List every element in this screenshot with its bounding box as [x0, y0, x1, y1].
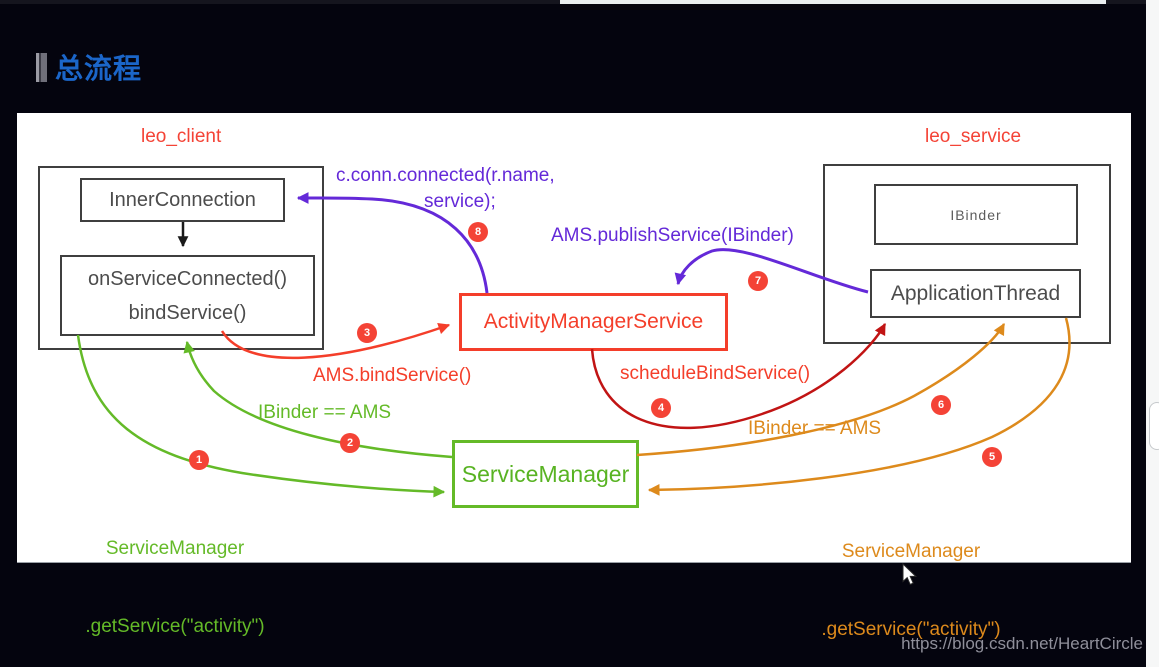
label-connected-call-line2: service); [424, 191, 496, 212]
step-badge-5: 5 [982, 447, 1002, 467]
page-scrollbar-track[interactable] [1146, 0, 1159, 667]
label-service-get-service-line2: .getService("activity") [821, 619, 1001, 640]
page-scrollbar-thumb[interactable] [1149, 402, 1159, 450]
watermark-url: https://blog.csdn.net/HeartCircle [901, 634, 1143, 653]
step-badge-8: 8 [468, 222, 488, 242]
on-service-connected-node: onServiceConnected() bindService() [60, 255, 315, 336]
label-publish-service: AMS.publishService(IBinder) [551, 225, 794, 246]
step-badge-6: 6 [931, 395, 951, 415]
on-service-connected-label: onServiceConnected() [88, 267, 287, 290]
label-schedule-bind-service: scheduleBindService() [620, 363, 811, 384]
label-service-get-service-line1: ServiceManager [841, 541, 981, 562]
step-badge-3: 3 [357, 323, 377, 343]
section-header: 总流程 [36, 47, 142, 87]
label-client-get-service-line1: ServiceManager [105, 538, 245, 559]
label-connected-call-line1: c.conn.connected(r.name, [336, 165, 555, 186]
service-group-label: leo_service [925, 126, 1022, 147]
bind-service-label: bindService() [128, 301, 247, 324]
page-title: 总流程 [55, 53, 143, 84]
step-badge-4: 4 [651, 398, 671, 418]
label-client-get-service-line2: .getService("activity") [85, 616, 265, 637]
top-edge-highlight [560, 0, 1106, 4]
title-marker-icon [36, 52, 47, 82]
ibinder-node: IBinder [874, 184, 1078, 245]
step-badge-1: 1 [189, 450, 209, 470]
inner-connection-node: InnerConnection [80, 178, 285, 222]
label-ibinder-eq-ams-service: IBinder == AMS [748, 418, 882, 439]
label-ams-bind-service: AMS.bindService() [313, 365, 472, 386]
label-ibinder-eq-ams-client: IBinder == AMS [258, 402, 392, 423]
application-thread-node: ApplicationThread [870, 269, 1081, 318]
client-group-label: leo_client [141, 126, 222, 147]
label-service-get-service: ServiceManager .getService("activity") [791, 487, 1031, 667]
activity-manager-service-node: ActivityManagerService [459, 293, 728, 351]
step-badge-2: 2 [340, 433, 360, 453]
label-client-get-service: ServiceManager .getService("activity") [55, 484, 295, 667]
step-badge-7: 7 [748, 271, 768, 291]
service-manager-node: ServiceManager [452, 440, 639, 508]
